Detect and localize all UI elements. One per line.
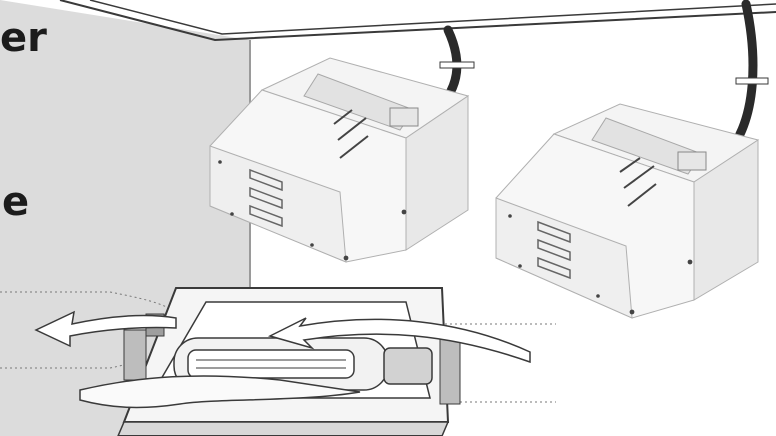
ceiling-edge [59,0,776,42]
lamp-tube [173,337,433,391]
airflow-arrow [34,310,531,409]
ballast-unit-2 [495,103,760,319]
headline-fragment: er [0,15,47,61]
side-text-fragment: e [2,179,30,225]
ballast-unit-1 [209,57,470,263]
